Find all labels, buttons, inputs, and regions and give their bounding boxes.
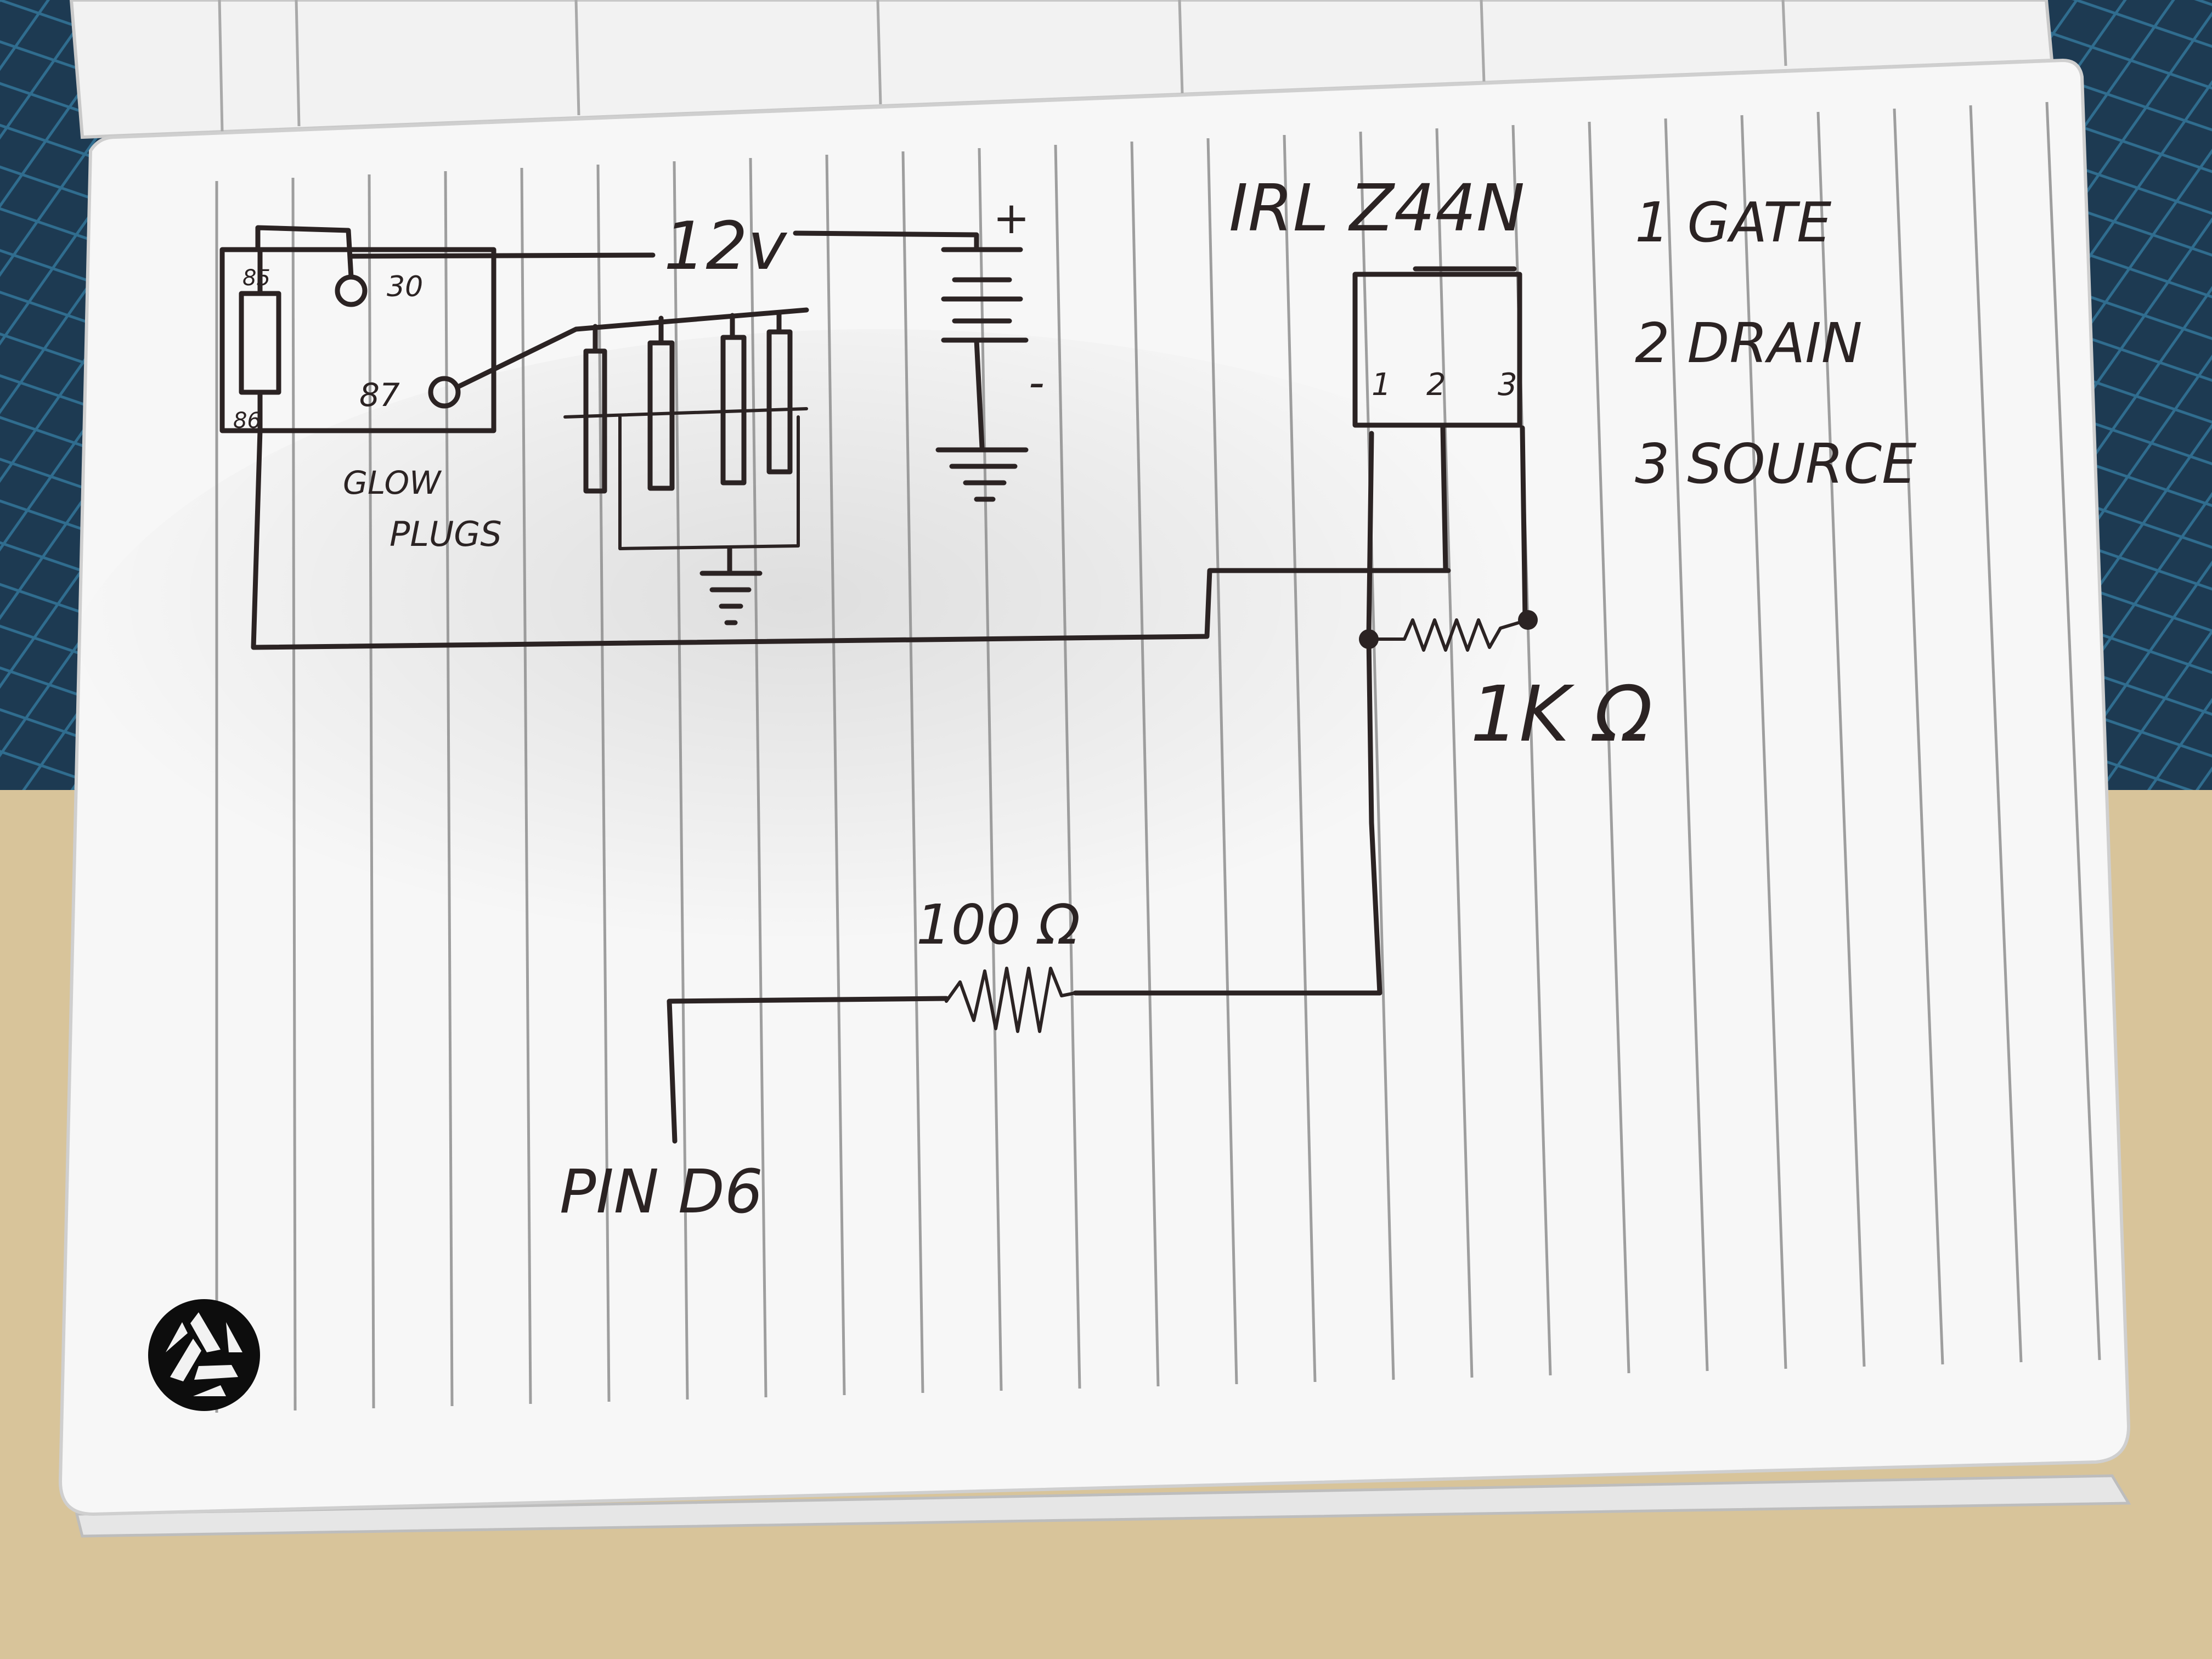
relay-pin-86-label: 86 <box>233 408 261 433</box>
pinout-source: 3 SOURCE <box>1635 432 1916 496</box>
relay-pin-87-label: 87 <box>359 376 400 414</box>
mosfet-body <box>1352 272 1522 428</box>
ruled-line <box>1283 134 1317 1383</box>
relay-30-link <box>255 225 354 280</box>
ruled-line <box>368 174 375 1409</box>
ruled-line <box>825 154 846 1396</box>
ruled-line <box>1740 115 1787 1369</box>
arduino-pin-wire <box>667 996 949 1144</box>
mosfet: IRL Z44N 1 2 3 <box>1229 170 1528 639</box>
ruled-line <box>291 177 297 1411</box>
relay-terminal-30 <box>335 274 368 307</box>
supply-wire-right <box>793 230 979 252</box>
glow-plug-1 <box>583 324 607 494</box>
glow-plugs: GLOW PLUGS <box>343 307 809 625</box>
gate-wire <box>1073 636 1383 996</box>
relay: 85 86 30 87 <box>219 225 496 433</box>
ruled-line <box>749 157 768 1398</box>
ruled-line <box>1359 131 1395 1380</box>
ruled-line <box>1816 111 1866 1367</box>
glow-plugs-label-line1: GLOW <box>343 464 442 501</box>
ruled-line <box>1893 108 1944 1365</box>
relay-pin-30-label: 30 <box>387 270 423 303</box>
mosfet-pin2-label: 2 <box>1426 367 1446 403</box>
relay-pin-85-label: 85 <box>242 266 270 291</box>
glow-plug-4 <box>766 310 793 475</box>
arduino-pin-label: PIN D6 <box>560 1156 763 1227</box>
mosfet-pin3-label: 3 <box>1498 367 1517 403</box>
pulldown-resistor: 1K Ω <box>1359 610 1652 759</box>
relay-terminal-87 <box>428 376 461 409</box>
ruled-line <box>901 151 924 1393</box>
ruled-line <box>673 161 689 1400</box>
glow-plug-ground-icon <box>699 546 763 625</box>
battery-plus-label: + <box>993 193 1030 244</box>
mosfet-pin1-label: 1 <box>1372 367 1391 403</box>
previous-page-rules <box>218 0 1787 132</box>
pinout-drain: 2 DRAIN <box>1635 311 1863 375</box>
ruled-line <box>1130 141 1160 1387</box>
ruled-line <box>1206 138 1238 1385</box>
ruled-line <box>2045 101 2101 1361</box>
ruled-line <box>1969 105 2023 1363</box>
circuit-schematic: 85 86 30 87 12v + - <box>219 170 1916 1227</box>
pinout-gate: 1 GATE <box>1635 190 1831 255</box>
ruled-line <box>520 167 532 1404</box>
supply-wire <box>348 252 656 259</box>
supply-label: 12v <box>664 208 788 285</box>
battery: + - <box>935 193 1045 502</box>
mosfet-drain-leg <box>1440 425 1448 573</box>
battery-minus-label: - <box>1029 357 1045 408</box>
glow-plugs-label-line2: PLUGS <box>390 514 502 554</box>
mosfet-pinout-legend: 1 GATE 2 DRAIN 3 SOURCE <box>1635 190 1916 496</box>
mosfet-gate-leg <box>1366 431 1374 639</box>
ruled-line <box>978 148 1003 1391</box>
gate-resistor-label: 100 Ω <box>916 893 1080 957</box>
ruled-line <box>1664 118 1709 1372</box>
ruled-line <box>596 164 611 1402</box>
hand-shadow <box>55 329 1701 1097</box>
page-stack-edge <box>75 1474 2131 1538</box>
ruled-line <box>1054 144 1081 1389</box>
recycle-icon <box>148 1299 260 1411</box>
mosfet-part-label: IRL Z44N <box>1229 170 1525 246</box>
pulldown-resistor-label: 1K Ω <box>1470 670 1652 759</box>
gate-resistor: 100 Ω <box>916 893 1080 1033</box>
ruled-line <box>1435 128 1474 1378</box>
ruled-line <box>1588 121 1630 1374</box>
battery-ground-icon <box>935 447 1029 502</box>
mosfet-source-leg <box>1520 425 1528 623</box>
relay-to-drain-wire <box>251 428 1451 650</box>
